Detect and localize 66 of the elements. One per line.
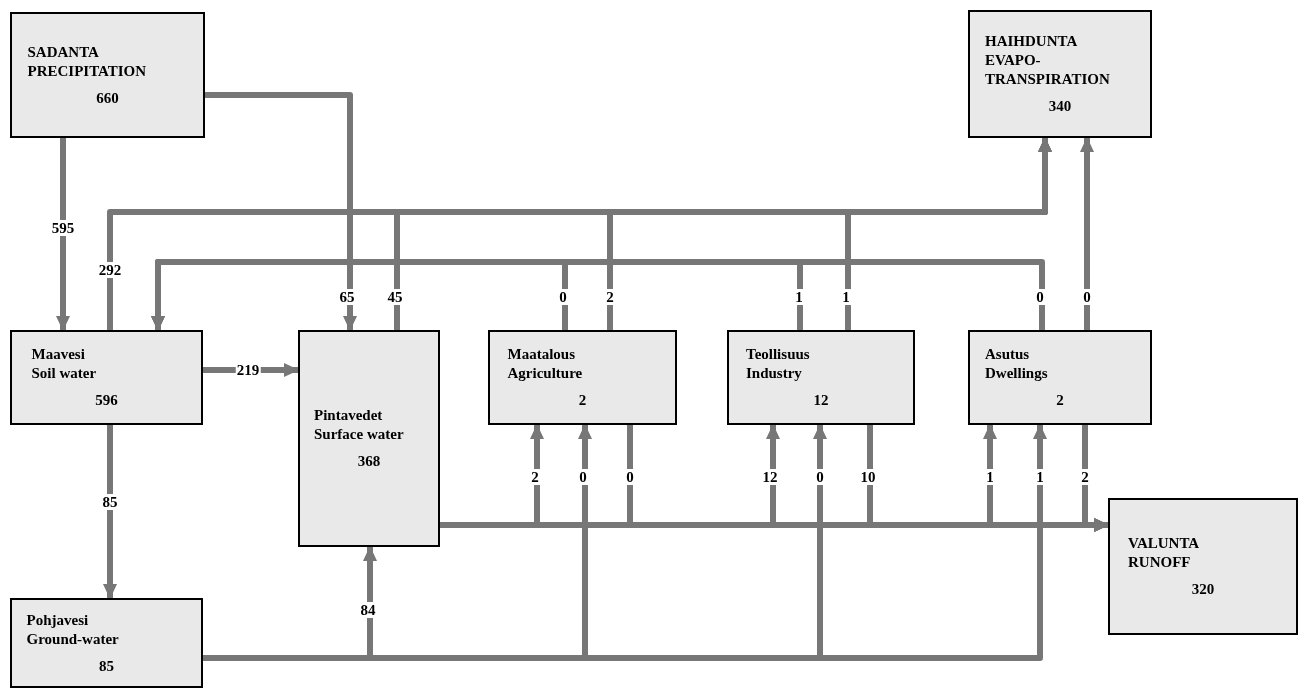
- edge-label: 0: [625, 469, 635, 485]
- edge-label: 2: [530, 469, 540, 485]
- edge-label: 292: [97, 262, 123, 278]
- arrow: [440, 424, 997, 528]
- edge-label: 85: [101, 494, 119, 510]
- edge-label: 1: [841, 289, 851, 305]
- edge-label: 0: [815, 469, 825, 485]
- value-label: 368: [357, 452, 381, 471]
- edge-label: 0: [1035, 289, 1045, 305]
- box-label: Ground-water: [26, 629, 119, 649]
- box-label: Pintavedet: [314, 406, 383, 425]
- box-label: Teollisuus: [746, 345, 810, 364]
- box-label: Dwellings: [985, 364, 1048, 383]
- box-label: RUNOFF: [1128, 553, 1191, 572]
- value-label: 2: [578, 391, 587, 410]
- arrow: [151, 259, 1045, 331]
- box-label: Maatalous: [507, 345, 575, 364]
- flow-box: [727, 330, 915, 425]
- edge-label: 1: [1035, 469, 1045, 485]
- box-label: Maavesi: [31, 345, 85, 364]
- flow-box: [488, 330, 677, 425]
- box-label: Surface water: [314, 425, 404, 444]
- box-label: Industry: [746, 364, 802, 383]
- flow-box: [10, 598, 203, 688]
- edge-label: 2: [605, 289, 615, 305]
- edge-label: 84: [359, 602, 377, 618]
- box-label: VALUNTA: [1128, 534, 1200, 553]
- value-label: 85: [99, 656, 114, 676]
- flow-box: [298, 330, 440, 547]
- box-label: SADANTA: [27, 42, 99, 62]
- flow-box: [968, 330, 1152, 425]
- value-label: 340: [1048, 97, 1072, 116]
- edge-label: 1: [794, 289, 804, 305]
- flow-box: [10, 12, 205, 138]
- edge-label: 2: [1080, 469, 1090, 485]
- edge-label: 1: [985, 469, 995, 485]
- box-label: Asutus: [985, 345, 1030, 364]
- box-label: HAIHDUNTA: [985, 32, 1078, 51]
- value-label: 12: [813, 391, 829, 410]
- box-label: Pohjavesi: [26, 610, 89, 630]
- flow-box: [1108, 498, 1298, 635]
- edge-label: 65: [338, 289, 356, 305]
- edge-label: 0: [578, 469, 588, 485]
- arrow: [103, 425, 117, 599]
- value-label: 660: [96, 88, 119, 108]
- edge-label: 10: [859, 469, 877, 485]
- value-label: 2: [1056, 391, 1064, 410]
- arrow: [1080, 137, 1094, 330]
- flow-box: [968, 10, 1152, 138]
- edge-label: 45: [386, 289, 404, 305]
- box-label: EVAPO-TRANSPIRATION: [985, 51, 1111, 89]
- edge-label: 0: [1082, 289, 1092, 305]
- edge-label: 219: [235, 362, 261, 378]
- arrow: [205, 92, 357, 331]
- arrow: [845, 137, 1052, 330]
- arrow: [56, 138, 70, 331]
- box-label: Soil water: [31, 364, 97, 383]
- flow-box: [10, 330, 203, 425]
- edge-label: 595: [50, 220, 76, 236]
- box-label: PRECIPITATION: [27, 61, 147, 81]
- value-label: 320: [1191, 580, 1215, 599]
- box-label: Agriculture: [507, 364, 583, 383]
- edge-label: 12: [761, 469, 779, 485]
- arrow: [1082, 425, 1109, 532]
- value-label: 596: [95, 391, 118, 410]
- edge-label: 0: [558, 289, 568, 305]
